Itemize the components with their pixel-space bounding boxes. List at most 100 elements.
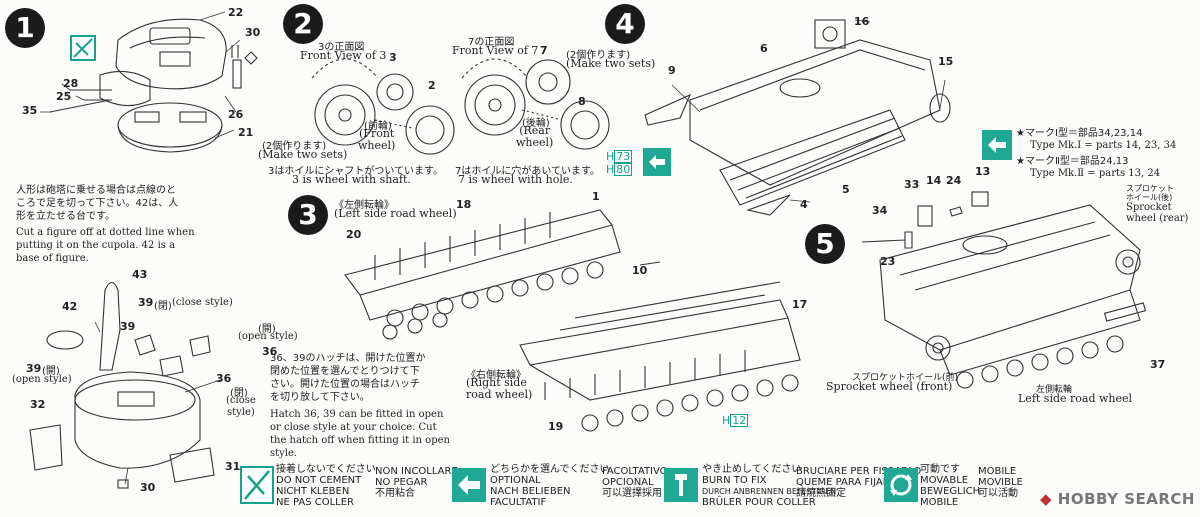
- two-sets-4: (Make two sets): [566, 57, 656, 70]
- right-road-wheel-jp: 《右側転輪》: [466, 370, 526, 381]
- part-30b-label: 30: [140, 481, 156, 494]
- left-road-wheel-jp-5: 左側転輪: [1036, 385, 1073, 395]
- part-33-label: 33: [904, 178, 920, 191]
- part-9-label: 9: [668, 64, 676, 77]
- front-view-3: Front View of 3: [300, 49, 387, 62]
- movable-legend-icon: [884, 468, 918, 502]
- mark-types: ★マークⅠ型＝部品34,23,14 Type Mk.Ⅰ = parts 14, …: [1016, 128, 1177, 179]
- sprocket-drawings: [311, 58, 610, 155]
- part-42-label: 42: [62, 300, 78, 313]
- part-6-label: 6: [760, 42, 768, 55]
- part-21-label: 21: [238, 126, 254, 139]
- part-10-label: 10: [632, 264, 648, 277]
- figure-note-jp: 人形は砲塔に乗せる場合は点線のところで足を切って下さい。42は、人形を立たせる台…: [16, 185, 179, 222]
- step-4-badge: 4: [605, 4, 645, 44]
- hull-assembly-drawing: [861, 191, 1147, 389]
- part-32-label: 32: [30, 398, 46, 411]
- part-15-label: 15: [938, 55, 954, 68]
- no-cement-legend-icon: [240, 466, 274, 504]
- part-39-label: 39: [138, 296, 154, 309]
- part-20-label: 20: [346, 228, 362, 241]
- two-sets-jp-4: (2個作ります): [566, 50, 631, 61]
- front-view-7-jp: 7の正面図: [468, 37, 515, 48]
- optional-icon: [643, 148, 671, 176]
- part-2-label: 2: [428, 79, 436, 92]
- front-view-7: Front View of 7: [452, 44, 539, 57]
- hole-note-jp: 7はホイルに穴があいています。: [455, 166, 601, 177]
- front-wheel-jp: (前輪): [364, 121, 392, 132]
- rear-wheel-jp: (後輪): [522, 118, 550, 129]
- step-2-badge: 2: [283, 4, 323, 44]
- part-16-label: 16: [854, 15, 870, 28]
- part-8-label: 8: [578, 95, 586, 108]
- part-13-label: 13: [975, 165, 991, 178]
- part-14-label: 14: [926, 174, 942, 187]
- part-39c-label: 39: [26, 362, 42, 375]
- shaft-note-jp: 3はホイルにシャフトがついています。: [268, 166, 444, 177]
- sprocket-front-label: Sprocket wheel (front): [826, 380, 953, 393]
- part-37-label: 37: [1150, 358, 1166, 371]
- open-style2-label: (open style): [12, 374, 72, 385]
- close-style-label: (close style): [172, 297, 233, 308]
- part-1-label: 1: [592, 190, 600, 203]
- optional-icon-5: [982, 130, 1012, 160]
- part-39b-label: 39: [120, 320, 136, 333]
- part-34-label: 34: [872, 204, 888, 217]
- part-3-label: 3: [389, 51, 397, 64]
- part-19-label: 19: [548, 420, 564, 433]
- turret-top-drawing: [40, 11, 258, 153]
- burn-legend-icon: [664, 468, 698, 502]
- left-road-wheel-drawing: [344, 209, 621, 340]
- sprocket-front-jp: スプロケットホイール(前): [852, 373, 959, 383]
- part-35-label: 35: [22, 104, 38, 117]
- part-36-label: 36: [262, 345, 278, 358]
- watermark: ◆ HOBBY SEARCH: [1040, 490, 1195, 508]
- part-43-label: 43: [132, 268, 148, 281]
- two-sets: (Make two sets): [258, 148, 348, 161]
- part-23-label: 23: [880, 255, 896, 268]
- front-view-3-jp: 3の正面図: [318, 42, 365, 53]
- step-3-badge: 3: [288, 195, 328, 235]
- step-1-badge: 1: [5, 8, 45, 48]
- part-18-label: 18: [456, 198, 472, 211]
- part-26-label: 26: [228, 108, 244, 121]
- left-road-wheel-jp: 《左側転輪》: [334, 200, 394, 211]
- shaft-note: 3 is wheel with shaft.: [292, 173, 411, 186]
- part-36b-label: 36: [216, 372, 232, 385]
- optional-legend-icon: [452, 468, 486, 502]
- left-road-wheel-label: (Left side road wheel): [334, 207, 457, 220]
- part-25-label: 25: [56, 90, 72, 103]
- left-road-wheel-5-label: Left side road wheel: [1018, 392, 1133, 405]
- hatch-note-jp: 36、39のハッチは、開けた位置か閉めた位置を選んでとりつけて下さい。開けた位置…: [270, 353, 426, 403]
- part-4-label: 4: [800, 198, 808, 211]
- open-style-label: (open style): [238, 331, 298, 342]
- part-5-label: 5: [842, 183, 850, 196]
- part-7-label: 7: [540, 44, 548, 57]
- part-31-label: 31: [225, 460, 241, 473]
- open-style-jp: (開): [258, 324, 276, 335]
- two-sets-jp: (2個作ります): [262, 141, 327, 152]
- open-style2-jp: (開): [42, 366, 60, 377]
- part-24-label: 24: [946, 174, 962, 187]
- hole-note: 7 is wheel with hole.: [458, 173, 573, 186]
- part-28-label: 28: [63, 77, 79, 90]
- close2-jp: (閉): [230, 388, 248, 399]
